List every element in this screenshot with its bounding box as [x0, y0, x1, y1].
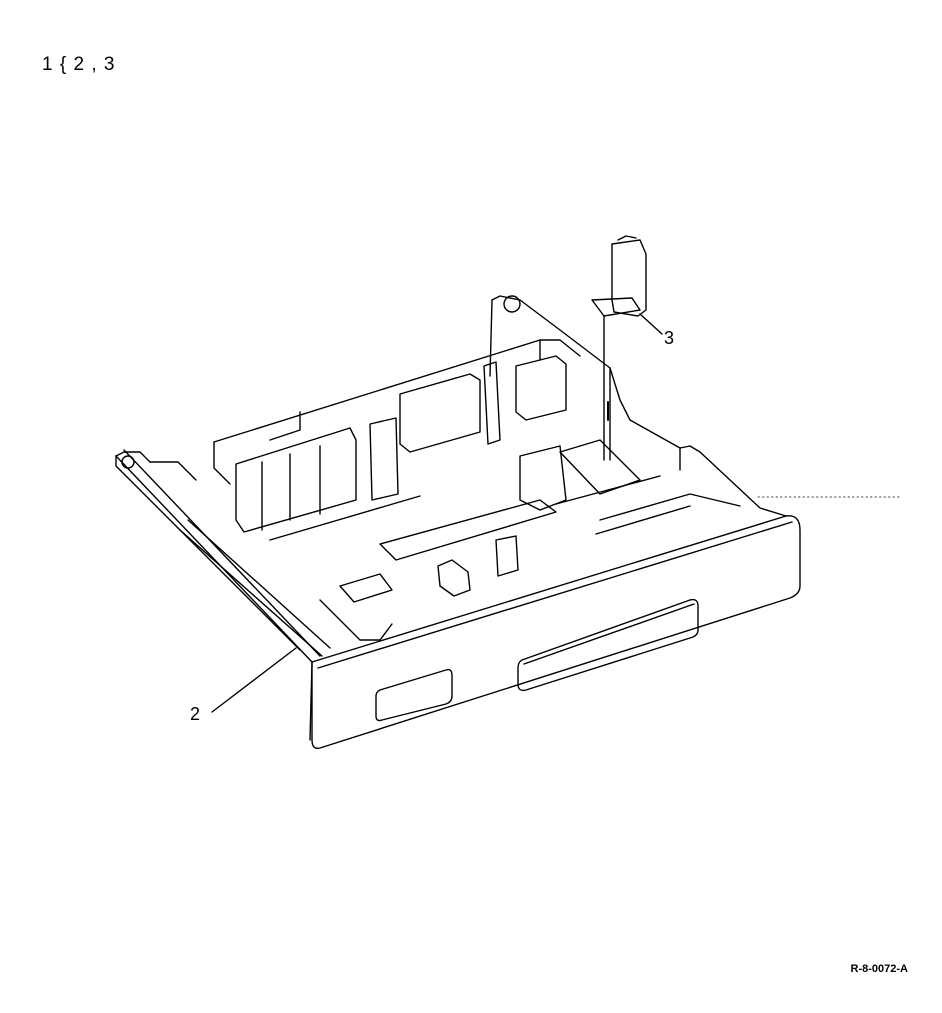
- tray-left-rail: [115, 449, 331, 663]
- tray-back-wall: [213, 339, 581, 485]
- center-guide: [369, 373, 481, 501]
- figure-id: R-8-0072-A: [850, 963, 908, 975]
- rear-end-guide: [483, 355, 567, 445]
- side-guide-left: [235, 427, 357, 533]
- part-3-guide-clip: [591, 235, 647, 461]
- tray-floor: [269, 439, 741, 641]
- callout-3-leader: [639, 313, 663, 335]
- callout-2-leader: [211, 647, 297, 713]
- tray-right-wall: [489, 295, 787, 517]
- callout-2: 2: [190, 704, 201, 724]
- tray-front-panel: [309, 515, 801, 750]
- assembly-breakdown-text: 1 { 2 , 3: [42, 54, 116, 75]
- callout-3: 3: [664, 328, 675, 348]
